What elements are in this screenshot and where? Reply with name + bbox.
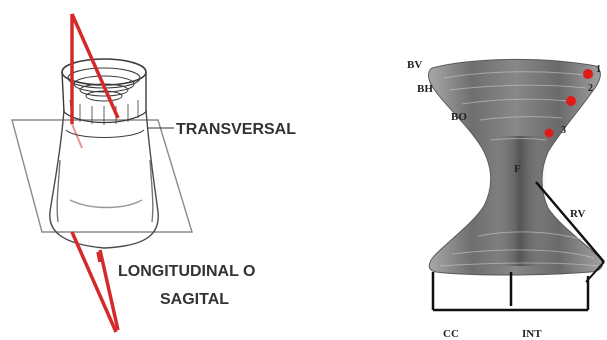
label-rv: RV xyxy=(570,208,586,220)
label-f: F xyxy=(514,163,521,175)
label-number-2: 2 xyxy=(588,83,593,94)
longitudinal-label: LONGITUDINAL O xyxy=(118,263,255,280)
label-cc: CC xyxy=(443,328,459,340)
vertebra-radiograph: BV BH BO 1 2 3 F RV CC INT xyxy=(407,59,604,340)
transversal-plane xyxy=(12,120,192,232)
measurement-bracket xyxy=(433,272,588,310)
label-int: INT xyxy=(522,328,542,340)
label-bh: BH xyxy=(417,83,433,95)
marker-3 xyxy=(545,129,554,138)
transversal-label: TRANSVERSAL xyxy=(176,121,296,138)
vertebra-plane-illustration: TRANSVERSAL LONGITUDINAL O SAGITAL xyxy=(12,14,296,332)
label-number-1: 1 xyxy=(596,64,601,75)
vertebral-end-plate xyxy=(62,59,146,138)
marker-1 xyxy=(583,69,593,79)
sagital-label: SAGITAL xyxy=(160,291,229,308)
label-number-3: 3 xyxy=(561,125,566,136)
marker-2 xyxy=(566,96,576,106)
label-bo: BO xyxy=(451,111,467,123)
label-bv: BV xyxy=(407,59,422,71)
